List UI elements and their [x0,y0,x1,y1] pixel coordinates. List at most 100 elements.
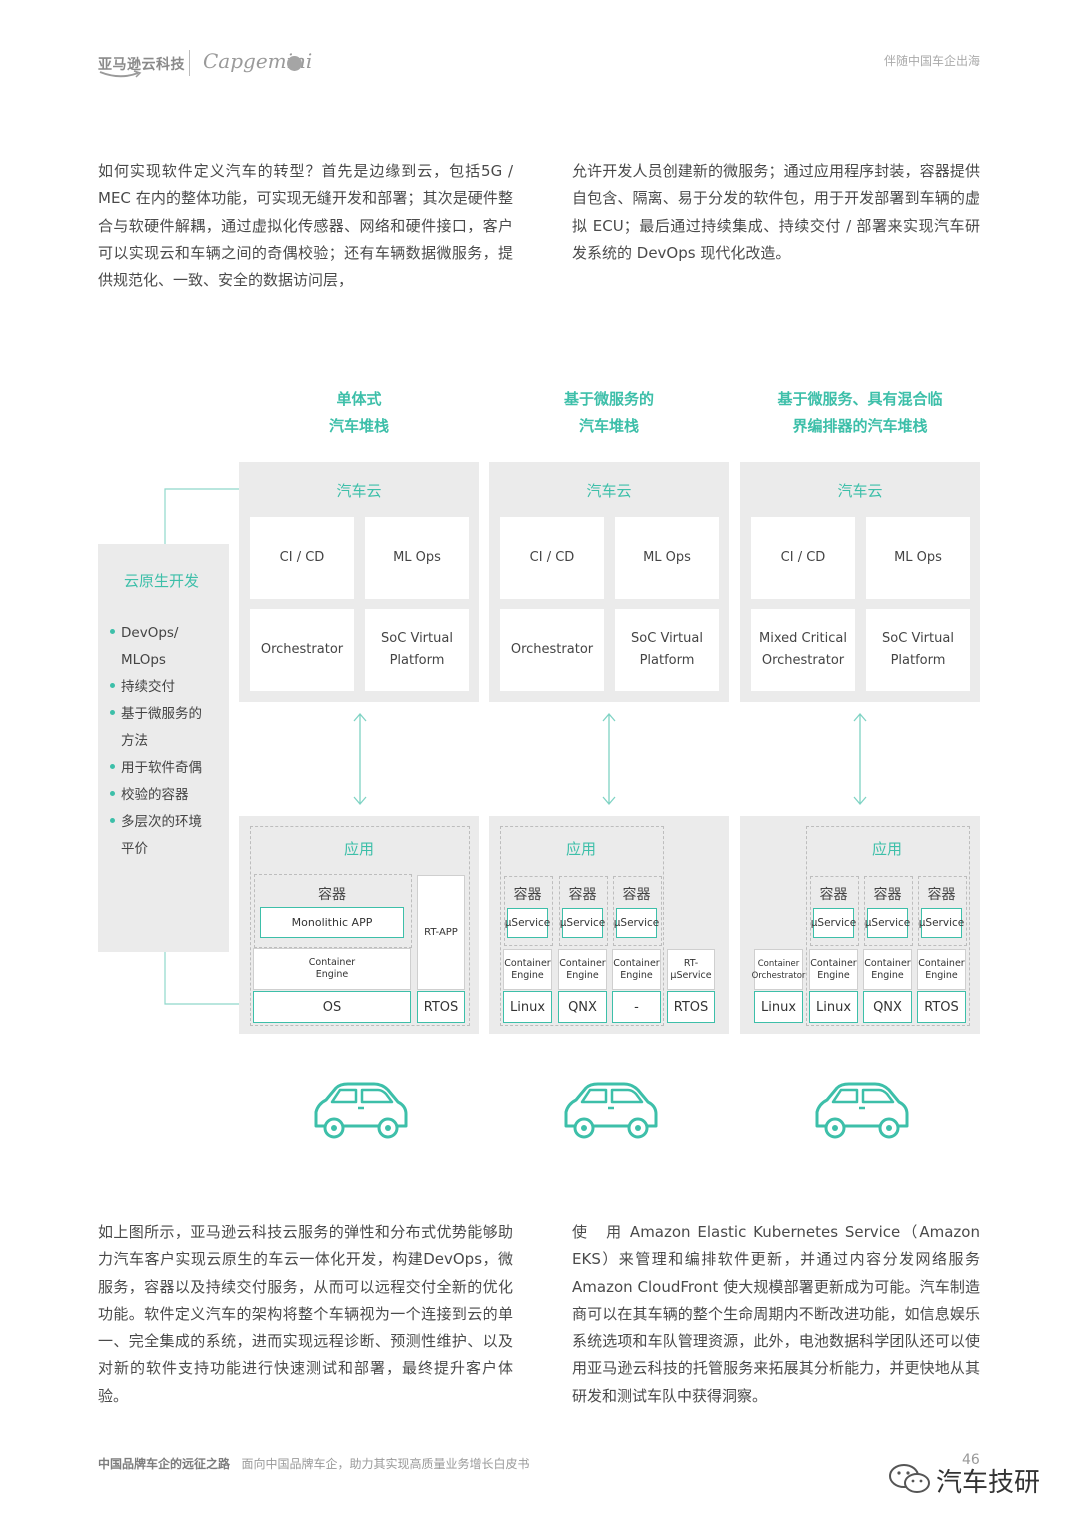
orchestrator-box: Orchestrator [500,609,604,691]
app-dashed-border [500,826,664,1026]
double-arrow-icon [602,713,616,805]
col1-cloud-panel: 汽车云 CI / CD ML Ops Orchestrator SoC Virt… [239,462,479,702]
linux-box: Linux [809,991,858,1023]
car-icon [815,1082,909,1139]
uservice-box: μService [505,908,550,938]
rtos-box: RTOS [917,991,966,1023]
side-list: DevOps/ MLOps 持续交付 基于微服务的 方法 用于软件奇偶 校验的容… [110,620,202,863]
container-dashed-border [810,876,859,946]
rtos-box: RTOS [667,991,715,1023]
qnx-box: QNX [863,991,912,1023]
container-label: 容器 [318,887,346,903]
uservice-box: μService [560,908,605,938]
container-dashed-border [504,876,553,946]
amazon-logo: 亚马逊云科技 [98,57,185,73]
qnx-box: QNX [558,991,607,1023]
logo-divider [189,50,190,76]
rt-app-box: RT-APP [417,875,465,990]
double-arrow-icon [853,713,867,805]
intro-right-paragraph: 允许开发人员创建新的微服务；通过应用程序封装，容器提供自包含、隔离、易于分发的软… [572,162,980,262]
cicd-box: CI / CD [500,517,604,599]
orchestrator-box: Orchestrator [250,609,354,691]
container-dashed-border [864,876,913,946]
cloud-label: 汽车云 [837,482,883,500]
side-connector-lines [164,488,240,1005]
intro-left-paragraph: 如何实现软件定义汽车的转型？首先是边缘到云，包括5G / MEC 在内的整体功能… [98,162,513,290]
page-number: 46 [962,1452,980,1468]
list-item: 校验的容器 [110,782,202,809]
container-label: 容器 [819,887,848,903]
capgemini-spade-icon [287,56,302,71]
uservice-box: μService [614,908,659,938]
wechat-icon [889,1464,930,1493]
col2-cloud-panel: 汽车云 CI / CD ML Ops Orchestrator SoC Virt… [489,462,729,702]
cicd-box: CI / CD [751,517,855,599]
uservice-box: μService [811,908,856,938]
container-label: 容器 [513,887,542,903]
mlops-box: ML Ops [615,517,719,599]
footer-subtitle: 面向中国品牌车企，助力其实现高质量业务增长白皮书 [241,1457,530,1471]
linux-box: Linux [503,991,552,1023]
container-dashed-border [254,874,412,948]
app-dashed-border [250,826,470,1026]
outro-left-paragraph: 如上图所示，亚马逊云科技云服务的弹性和分布式优势能够助力汽车客户实现云原生的车云… [98,1223,513,1405]
app-label: 应用 [871,840,902,858]
amazon-smile-icon [99,70,142,78]
double-arrow-icon [353,713,367,805]
col3-title: 基于微服务、具有混合临界编排器的汽车堆栈 [777,390,943,435]
container-dashed-border [613,876,662,946]
container-label: 容器 [873,887,902,903]
cloud-native-panel: 云原生开发 DevOps/ MLOps 持续交付 基于微服务的 方法 用于软件奇… [98,544,229,952]
container-label: 容器 [568,887,597,903]
header-tagline: 伴随中国车企出海 [883,54,980,68]
app-label: 应用 [343,840,374,858]
list-item: 平价 [121,841,148,857]
list-item: 持续交付 [110,674,202,701]
app-label: 应用 [565,840,596,858]
col1-title: 单体式汽车堆栈 [328,390,389,435]
rt-uservice-box: RT-μService [667,949,715,990]
monolithic-app-box: Monolithic APP [260,907,404,938]
mlops-box: ML Ops [866,517,970,599]
cloud-label: 汽车云 [336,482,382,500]
col2-title: 基于微服务的汽车堆栈 [563,390,654,435]
container-label: 容器 [927,887,956,903]
car-icon [564,1082,658,1139]
uservice-box: μService [865,908,910,938]
car-icon [314,1082,408,1139]
list-item: 方法 [121,733,148,749]
container-label: 容器 [622,887,651,903]
cicd-box: CI / CD [250,517,354,599]
outro-right-paragraph: 使 用 Amazon Elastic Kubernetes Service（Am… [572,1223,980,1405]
cloud-label: 汽车云 [586,482,632,500]
linux-box: Linux [754,991,803,1023]
dash-box: - [612,991,661,1023]
container-dashed-border [918,876,967,946]
list-item: DevOps/ [110,620,202,647]
footer-text: 中国品牌车企的远征之路 面向中国品牌车企，助力其实现高质量业务增长白皮书 [98,1455,529,1472]
uservice-box: μService [919,908,964,938]
side-title: 云原生开发 [124,572,200,590]
app-dashed-border [806,826,970,1026]
list-item: 多层次的环境 [110,809,202,836]
container-dashed-border [559,876,608,946]
footer-title: 中国品牌车企的远征之路 [98,1457,231,1471]
list-item: 基于微服务的 [110,701,202,728]
mlops-box: ML Ops [365,517,469,599]
rtos-box: RTOS [417,991,465,1023]
